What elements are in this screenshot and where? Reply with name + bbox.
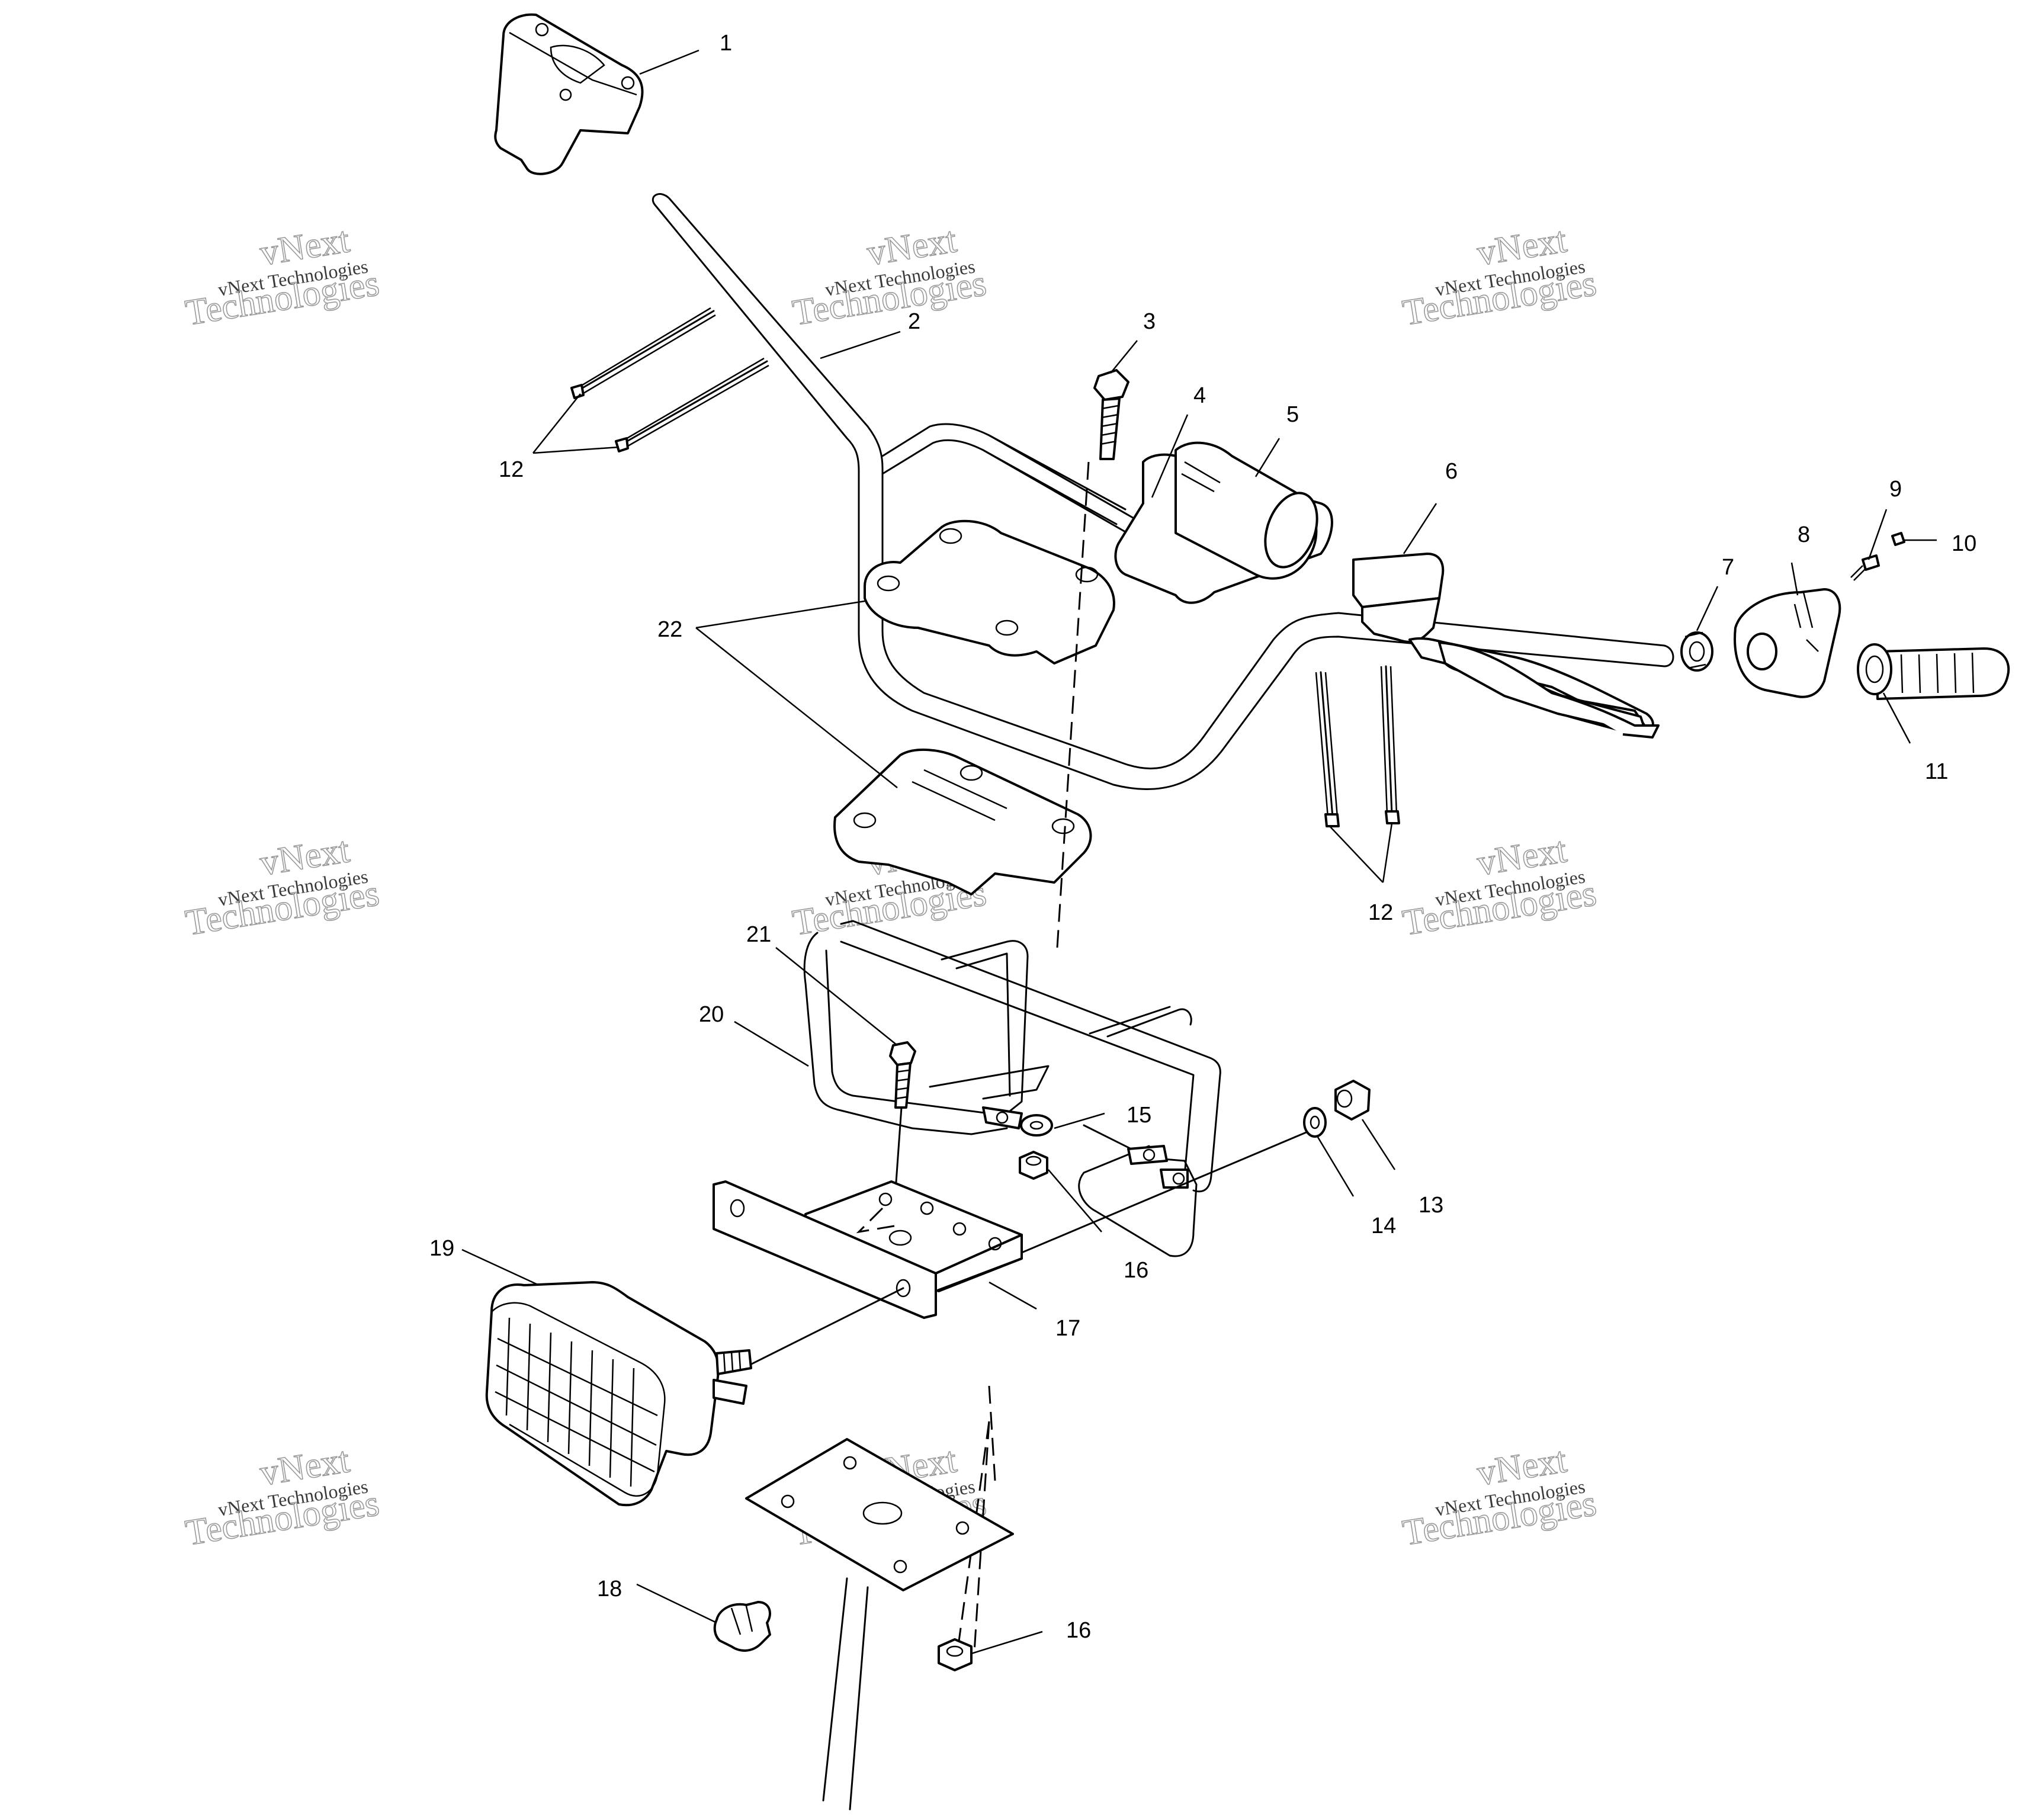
part-brake-lever: [1438, 641, 1660, 739]
leader-18: [636, 1583, 717, 1624]
leader-17: [989, 1281, 1037, 1310]
leader-21: [775, 947, 898, 1046]
callout-3: 3: [1143, 309, 1156, 334]
watermark: vNext vNext Technologies Technologies: [182, 219, 383, 333]
leader-3: [1110, 340, 1138, 374]
leader-lines: [461, 49, 1937, 1655]
leader-2: [820, 330, 901, 359]
leader-13: [1361, 1119, 1396, 1170]
part-headlight-frame: [803, 920, 1221, 1257]
watermark: vNext vNext Technologies Technologies: [1400, 219, 1600, 333]
callout-2: 2: [908, 309, 920, 334]
bracket-washer-line: [1020, 1130, 1310, 1254]
callouts: 1 2 3 4 5 6 7 8 9 10 11 12 12 13 14 15 1…: [429, 31, 1976, 1643]
leader-11: [1882, 692, 1911, 744]
callout-17: 17: [1055, 1316, 1080, 1341]
part-nut-16-upper: [1019, 1151, 1048, 1180]
watermark: vNext vNext Technologies Technologies: [182, 829, 383, 943]
part-headlight-pod: [494, 13, 644, 175]
part-washer-15: [1020, 1114, 1053, 1137]
part-handlebar: [652, 193, 1674, 790]
callout-6: 6: [1445, 459, 1458, 484]
callout-16a: 16: [1124, 1258, 1148, 1283]
part-screw-10: [1891, 532, 1905, 546]
callout-12a: 12: [499, 457, 524, 482]
part-nut-16-lower: [938, 1638, 973, 1671]
leader-19: [461, 1248, 540, 1286]
callout-18: 18: [597, 1577, 622, 1601]
callout-5: 5: [1286, 402, 1299, 427]
part-bolt-21: [889, 1041, 916, 1192]
leader-6: [1403, 503, 1437, 554]
callout-15: 15: [1127, 1103, 1151, 1128]
part-washer-14: [1303, 1107, 1327, 1138]
watermark: vNext vNext Technologies Technologies: [1400, 1439, 1600, 1553]
callout-7: 7: [1722, 555, 1734, 580]
watermarks: vNext vNext Technologies Technologies vN…: [182, 219, 1600, 1553]
callout-9: 9: [1889, 477, 1902, 502]
leader-15: [1054, 1112, 1105, 1129]
callout-16b: 16: [1066, 1618, 1091, 1643]
watermark: vNext vNext Technologies Technologies: [1400, 829, 1600, 943]
leader-8: [1790, 562, 1799, 596]
leader-12a: [532, 393, 620, 454]
part-throttle-cable: [982, 434, 1127, 525]
leader-22: [695, 600, 898, 788]
part-hand-grip: [1857, 643, 2010, 700]
part-handlebar-clamp-upper: [864, 519, 1115, 665]
part-handlebar-pad: [1114, 441, 1333, 604]
part-nut-13: [1334, 1080, 1371, 1121]
part-handlebar-clamp-lower: [833, 749, 1092, 895]
leader-20: [734, 1020, 809, 1067]
part-collar: [1680, 631, 1713, 672]
leader-12b: [1329, 823, 1393, 883]
callout-4: 4: [1193, 383, 1206, 408]
part-mounting-bracket: [713, 1180, 1023, 1319]
leader-16a: [1048, 1169, 1102, 1232]
callout-14: 14: [1371, 1214, 1396, 1238]
callout-13: 13: [1419, 1193, 1443, 1218]
callout-11: 11: [1925, 759, 1948, 784]
watermark: vNext vNext Technologies Technologies: [790, 219, 990, 333]
center-axis: [1056, 461, 1090, 948]
callout-8: 8: [1798, 522, 1810, 547]
callout-21: 21: [746, 922, 771, 947]
headlight-bolt-line: [748, 1287, 904, 1366]
watermark: vNext vNext Technologies Technologies: [182, 1439, 383, 1553]
leader-16b: [971, 1630, 1043, 1655]
leader-14: [1317, 1137, 1355, 1197]
part-headlight: [485, 1281, 752, 1507]
callout-22: 22: [657, 617, 682, 642]
leader-4: [1151, 414, 1189, 498]
part-clip: [713, 1601, 771, 1652]
part-cable-ties-left: [570, 307, 769, 452]
part-cable-ties-right: [1315, 665, 1400, 827]
leader-5: [1254, 438, 1281, 477]
leader-1: [639, 49, 699, 75]
callout-19: 19: [429, 1236, 454, 1261]
part-throttle-housing: [1734, 588, 1841, 698]
part-mount-plate: [745, 1438, 1014, 1591]
part-screw-9: [1850, 554, 1880, 581]
callout-10: 10: [1952, 531, 1976, 556]
callout-1: 1: [720, 31, 732, 56]
leader-7: [1696, 586, 1719, 631]
callout-20: 20: [699, 1002, 724, 1027]
callout-12b: 12: [1368, 900, 1393, 925]
part-bolt-3: [1093, 369, 1129, 460]
leader-9: [1867, 509, 1888, 560]
part-mount-post: [822, 1577, 869, 1811]
